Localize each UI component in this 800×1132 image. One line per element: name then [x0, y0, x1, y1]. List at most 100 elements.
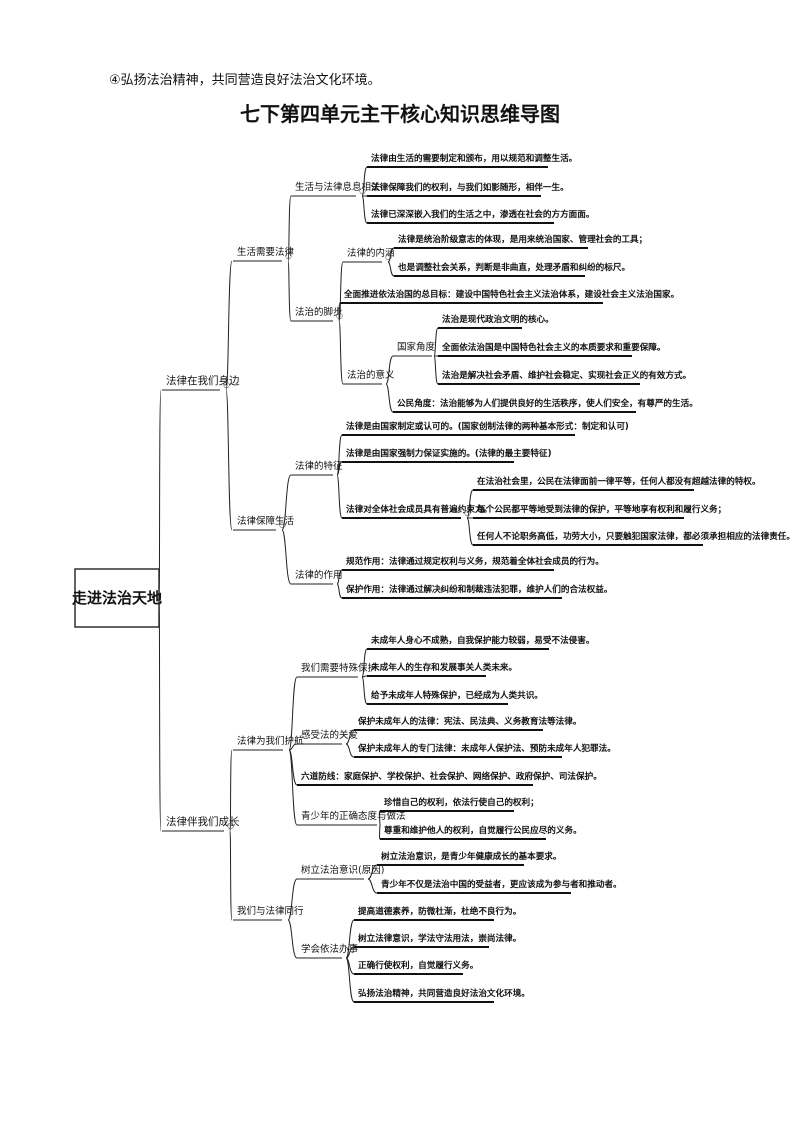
node-b1: 法律是由国家制定或认可的。(国家创制法律的两种基本形式：制定和认可)	[346, 420, 629, 432]
node-l1b: 法律伴我们成长	[166, 815, 240, 828]
connector-28	[336, 583, 343, 599]
node-d4: 树立法律意识，学法守法用法，崇尚法律。	[358, 932, 521, 944]
connector-0	[158, 389, 162, 599]
connector-42	[287, 878, 298, 921]
connector-38	[345, 729, 355, 745]
node-d2: 青少年不仅是法治中国的受益者，更应该成为参与者和推动者。	[381, 878, 622, 890]
connector-23	[336, 474, 343, 519]
node-l2b: 法律保障生活	[237, 515, 295, 527]
node-a2: 法律保障我们的权利，与我们如影随形，相伴一生。	[371, 181, 569, 193]
connector-8	[361, 195, 368, 224]
node-a5: 也是调整社会关系，判断是非曲直，处理矛盾和纠纷的标尺。	[398, 261, 630, 273]
connector-27	[336, 569, 343, 585]
connector-46	[345, 919, 355, 959]
node-l5a: 国家角度	[397, 341, 436, 353]
node-l3d1: 树立法治意识(原因)	[301, 864, 384, 876]
connector-10	[338, 302, 341, 322]
node-c1: 未成年人身心不成熟，自我保护能力较弱，易受不法侵害。	[370, 634, 594, 646]
connector-15	[385, 383, 394, 413]
connector-22	[336, 461, 343, 476]
connector-16	[433, 327, 439, 357]
node-d5: 正确行使权利，自觉履行义务。	[358, 959, 478, 971]
connector-47	[345, 946, 355, 959]
node-l2d: 我们与法律同行	[237, 905, 304, 917]
node-a10: 公民角度：法治能够为人们提供良好的生活秩序，使人们安全，有尊严的生活。	[397, 397, 698, 409]
root-label: 走进法治天地	[72, 589, 162, 607]
connector-12	[387, 247, 395, 263]
collapse-marker-icon: ○	[227, 821, 234, 830]
collapse-marker-icon: ○	[464, 508, 471, 517]
connector-14	[385, 355, 394, 385]
node-a6: 全面推进依法治国的总目标：建设中国特色社会主义法治体系，建设社会主义法治国家。	[343, 288, 679, 300]
connector-29	[229, 749, 233, 832]
connector-5	[287, 260, 292, 322]
node-l3c2: 感受法的关爱	[301, 729, 358, 741]
node-b2: 法律是由国家强制力保证实施的。(法律的最主要特征)	[346, 447, 552, 459]
node-a8: 全面依法治国是中国特色社会主义的本质要求和重要保障。	[441, 341, 665, 353]
connector-30	[229, 830, 233, 921]
connector-44	[367, 864, 378, 880]
node-c2: 未成年人的生存和发展事关人类未来。	[370, 661, 517, 673]
collapse-marker-icon: ○	[359, 186, 366, 195]
connector-2	[225, 260, 233, 391]
connector-6	[361, 166, 368, 197]
connector-39	[345, 743, 355, 758]
node-c3: 给予未成年人特殊保护，已经成为人类共识。	[371, 689, 543, 701]
node-l3b1: 法律的特征	[295, 460, 343, 472]
connector-24	[466, 489, 474, 519]
connector-35	[361, 648, 368, 678]
connector-3	[225, 389, 233, 531]
page-title: 七下第四单元主干核心知识思维导图	[240, 102, 560, 126]
connector-45	[367, 878, 378, 894]
node-l3a1: 生活与法律息息相关	[295, 181, 381, 193]
connector-19	[281, 474, 292, 531]
node-a3: 法律已深深嵌入我们的生活之中，渗透在社会的方方面面。	[371, 208, 594, 220]
node-b8: 保护作用：法律通过解决纠纷和制裁违法犯罪，维护人们的合法权益。	[345, 583, 612, 595]
connector-49	[345, 957, 355, 1003]
collapse-marker-icon: ○	[223, 380, 230, 389]
connector-26	[466, 517, 474, 546]
collapse-marker-icon: ○	[385, 252, 392, 261]
node-l2c: 法律为我们护航	[237, 735, 304, 747]
node-l3a2: 法治的脚步	[295, 306, 343, 318]
node-l1a: 法律在我们身边	[166, 374, 240, 387]
node-c5: 保护未成年人的专门法律：未成年人保护法、预防未成年人犯罪法。	[357, 742, 616, 754]
node-c8: 尊重和维护他人的权利，自觉履行公民应尽的义务。	[384, 824, 582, 836]
node-a9: 法治是解决社会矛盾、维护社会稳定、实现社会正义的有效方式。	[442, 369, 691, 381]
node-b3: 法律对全体社会成员具有普遍约束力。	[346, 503, 492, 515]
collapse-marker-icon: ○	[336, 311, 343, 320]
node-a4: 法律是统治阶级意志的体现，是用来统治国家、管理社会的工具；	[398, 233, 647, 245]
connector-43	[287, 919, 298, 959]
diagram-nodes: 法律在我们身边○生活需要法律○生活与法律息息相关○法律由生活的需要制定和颁布，用…	[162, 152, 795, 1003]
node-b6: 任何人不论职务高低，功劳大小，只要触犯国家法律，都必须承担相应的法律责任。	[476, 530, 795, 542]
connector-31	[288, 676, 298, 751]
node-a7: 法治是现代政治文明的核心。	[442, 313, 554, 325]
connector-37	[361, 676, 368, 705]
connector-34	[288, 749, 298, 826]
node-a1: 法律由生活的需要制定和颁布，用以规范和调整生活。	[371, 152, 577, 164]
node-b4: 在法治社会里，公民在法律面前一律平等，任何人都没有超越法律的特权。	[477, 475, 761, 487]
connector-18	[433, 355, 439, 385]
collapse-marker-icon: ○	[285, 251, 292, 260]
node-l4a21: 法律的内涵	[347, 247, 395, 259]
connector-20	[281, 529, 292, 585]
node-b7: 规范作用：法律通过规定权利与义务，规范着全体社会成员的行为。	[346, 555, 604, 567]
connector-13	[387, 261, 395, 277]
node-d6: 弘扬法治精神，共同营造良好法治文化环境。	[358, 987, 530, 999]
connector-lines	[158, 166, 474, 1003]
node-l3d2: 学会依法办事	[301, 943, 359, 955]
node-l4a22: 法治的意义	[347, 369, 395, 381]
node-l3c1: 我们需要特殊保护	[301, 662, 377, 674]
node-l3b2: 法律的作用	[295, 569, 343, 581]
node-c4: 保护未成年人的法律：宪法、民法典、义务教育法等法律。	[357, 715, 581, 727]
node-l2a: 生活需要法律	[237, 246, 295, 258]
connector-4	[287, 195, 292, 262]
node-l3c3: 青少年的正确态度与做法	[301, 810, 406, 822]
intro-text: ④弘扬法治精神，共同营造良好法治文化环境。	[109, 72, 381, 88]
connector-1	[158, 597, 162, 832]
collapse-marker-icon: ○	[279, 520, 286, 529]
connector-11	[338, 320, 344, 385]
node-b5: 每个公民都平等地受到法律的保护，平等地享有权利和履行义务；	[477, 503, 726, 515]
node-d3: 提高道德素养，防微杜渐，杜绝不良行为。	[358, 905, 521, 917]
